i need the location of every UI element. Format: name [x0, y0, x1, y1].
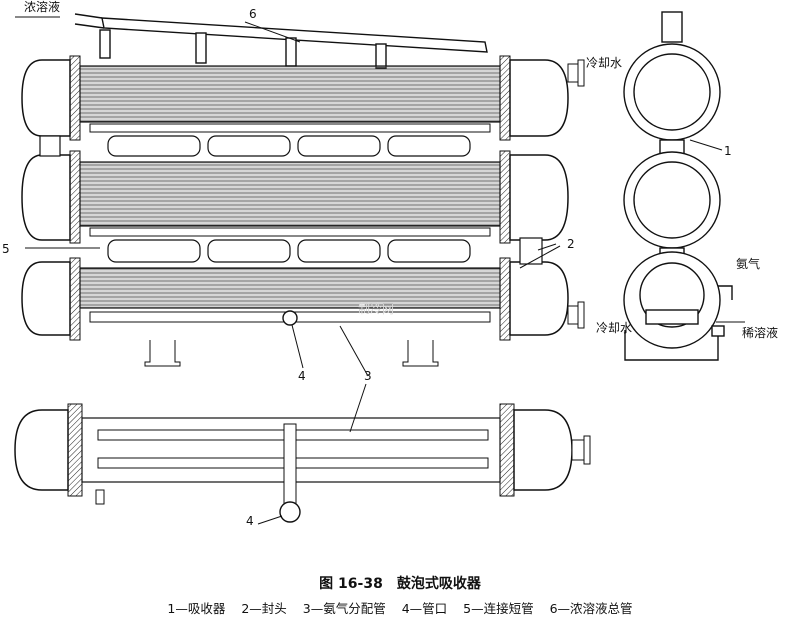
callout-4-top: 4 [298, 369, 306, 383]
absorber-shell-top [21, 55, 585, 141]
callout-5: 5 [2, 242, 10, 256]
label-conc-solution-out: 浓溶液 [24, 0, 60, 14]
end-view [623, 11, 733, 361]
absorber-shell-middle [21, 150, 569, 244]
figure-caption-title: 图 16-38 鼓泡式吸收器 [319, 576, 481, 592]
callout-4-bottom: 4 [246, 514, 254, 528]
label-dilute-solution: 稀溶液 [742, 325, 778, 340]
watermark: 制冷网 [358, 302, 395, 316]
legend-item: 5—连接短管 [463, 601, 534, 616]
label-cooling-water-out: 冷却水 [596, 321, 632, 335]
callout-6: 6 [249, 7, 257, 21]
main-header-pipe [74, 13, 488, 69]
section-view [14, 403, 591, 523]
label-cooling-water-in: 冷却水 [586, 56, 622, 70]
label-ammonia: 氨气 [736, 256, 760, 271]
legend-item: 6—浓溶液总管 [549, 601, 633, 616]
legend-item: 1—吸收器 [167, 601, 226, 616]
legend-item: 2—封头 [241, 601, 287, 616]
leader-lines [15, 16, 745, 525]
callout-2: 2 [567, 237, 575, 251]
connecting-short-pipes [39, 135, 543, 265]
callout-1: 1 [724, 144, 732, 158]
legend-item: 4—管口 [401, 601, 448, 616]
figure-caption-legend: 1—吸收器 2—封头 3—氨气分配管 4—管口 5—连接短管 6—浓溶液总管 [0, 598, 800, 617]
legend-item: 3—氨气分配管 [302, 601, 386, 616]
absorber-shell-bottom [21, 257, 585, 367]
callout-3: 3 [364, 369, 372, 383]
